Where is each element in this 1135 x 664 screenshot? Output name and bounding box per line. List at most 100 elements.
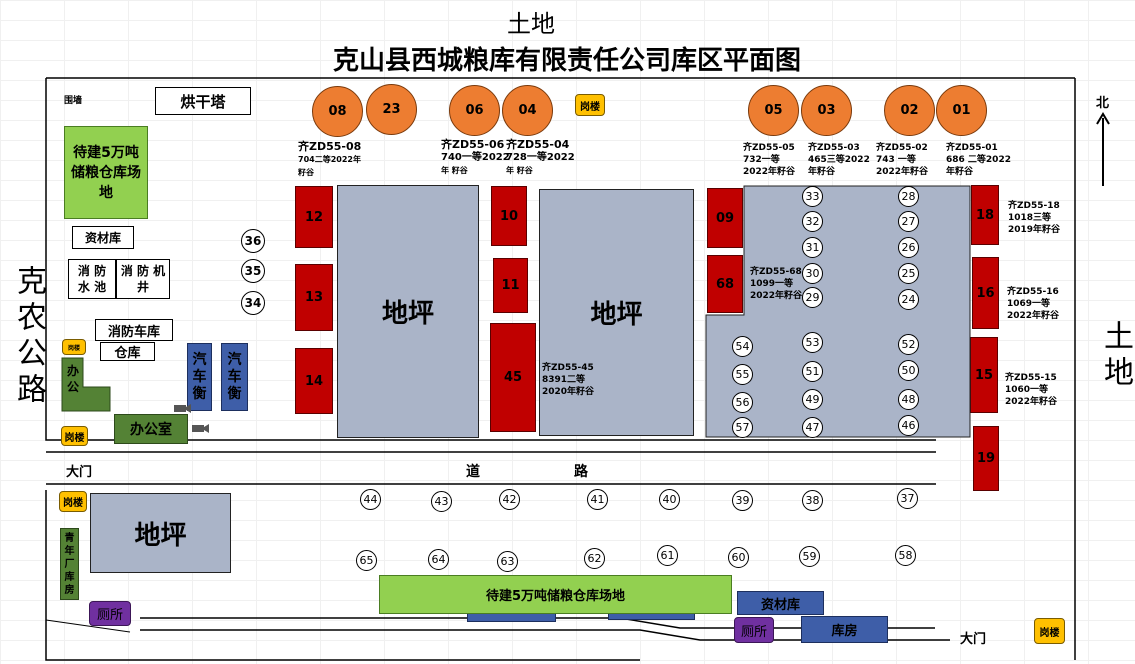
stack-40: 40 xyxy=(659,489,680,510)
stack-35: 35 xyxy=(241,259,265,283)
bin-18: 18 xyxy=(971,185,999,245)
fire-garage: 消防车库 xyxy=(95,319,173,341)
stack-53: 53 xyxy=(802,332,823,353)
fire-well: 消 防 机 井 xyxy=(116,259,170,299)
stack-34: 34 xyxy=(241,291,265,315)
stack-60: 60 xyxy=(728,547,749,568)
camera-icon xyxy=(174,404,191,413)
silo-02: 02 xyxy=(884,85,935,136)
bin-11: 11 xyxy=(493,258,528,313)
stack-52: 52 xyxy=(898,334,919,355)
stack-58: 58 xyxy=(895,545,916,566)
floor-area-2: 地坪 xyxy=(539,189,694,436)
stack-49: 49 xyxy=(802,389,823,410)
planned-site-bottom: 待建5万吨储粮仓库场地 xyxy=(379,575,732,614)
bin-45: 45 xyxy=(490,323,536,432)
stack-59: 59 xyxy=(799,546,820,567)
stack-50: 50 xyxy=(898,360,919,381)
bin-12: 12 xyxy=(295,186,333,248)
stack-62: 62 xyxy=(584,548,605,569)
stack-47: 47 xyxy=(802,417,823,438)
stack-55: 55 xyxy=(732,364,753,385)
guard-tower-small: 岗楼 xyxy=(62,339,86,355)
stack-27: 27 xyxy=(898,211,919,232)
office-building: 办公室 xyxy=(114,414,188,444)
silo-06: 06 xyxy=(449,85,500,136)
stack-39: 39 xyxy=(732,490,753,511)
bin-19: 19 xyxy=(973,426,999,491)
fire-pool: 消 防 水 池 xyxy=(68,259,116,299)
silo-08: 08 xyxy=(312,86,363,137)
road-label-1: 道 xyxy=(466,464,480,480)
materials-store: 资材库 xyxy=(72,226,134,249)
guard-tower-west: 岗楼 xyxy=(61,426,88,446)
wall-label: 围墙 xyxy=(64,96,83,106)
planned-site-top: 待建5万吨储粮仓库场地 xyxy=(64,126,148,219)
bin-16: 16 xyxy=(972,257,999,329)
right-land-label: 土地 xyxy=(1098,320,1133,392)
silo-01: 01 xyxy=(936,85,987,136)
stack-31: 31 xyxy=(802,237,823,258)
bin-68: 68 xyxy=(707,255,743,313)
dryer-tower: 烘干塔 xyxy=(155,87,251,115)
bin-09: 09 xyxy=(707,188,743,248)
stack-25: 25 xyxy=(898,263,919,284)
stack-51: 51 xyxy=(802,361,823,382)
stack-61: 61 xyxy=(657,545,678,566)
stack-56: 56 xyxy=(732,392,753,413)
stack-43: 43 xyxy=(431,491,452,512)
office-small-label: 办公 xyxy=(67,364,80,394)
north-label: 北 xyxy=(1096,96,1110,111)
office-l-shape xyxy=(61,357,111,412)
truck-scale-1: 汽车衡 xyxy=(187,343,212,411)
stack-42: 42 xyxy=(499,489,520,510)
camera-icon xyxy=(192,424,209,433)
floor-area-1: 地坪 xyxy=(337,185,479,438)
stack-65: 65 xyxy=(356,550,377,571)
stack-48: 48 xyxy=(898,389,919,410)
silo-05: 05 xyxy=(748,85,799,136)
toilet-west: 厕所 xyxy=(89,601,131,626)
north-arrow-icon xyxy=(1096,112,1110,186)
bin-13: 13 xyxy=(295,264,333,331)
small-warehouse: 仓库 xyxy=(100,342,155,361)
youth-storehouse: 青年厂库房 xyxy=(60,528,79,600)
stack-46: 46 xyxy=(898,415,919,436)
stack-37: 37 xyxy=(897,488,918,509)
left-road-label: 克农公路 xyxy=(11,265,46,409)
stack-32: 32 xyxy=(802,211,823,232)
stack-28: 28 xyxy=(898,186,919,207)
page-title: 克山县西城粮库有限责任公司库区平面图 xyxy=(333,46,802,76)
storehouse: 库房 xyxy=(801,616,888,643)
stack-24: 24 xyxy=(898,289,919,310)
top-land-label: 土地 xyxy=(507,10,555,38)
floor-area-4: 地坪 xyxy=(90,493,231,573)
stack-57: 57 xyxy=(732,417,753,438)
stack-38: 38 xyxy=(802,490,823,511)
guard-tower-east: 岗楼 xyxy=(1034,618,1065,644)
bin-10: 10 xyxy=(491,186,527,246)
east-gate-label: 大门 xyxy=(960,632,987,647)
stack-33: 33 xyxy=(802,186,823,207)
stack-64: 64 xyxy=(428,549,449,570)
materials-store-south: 资材库 xyxy=(737,591,824,615)
bin-14: 14 xyxy=(295,348,333,414)
stack-54: 54 xyxy=(732,336,753,357)
stack-41: 41 xyxy=(587,489,608,510)
stack-30: 30 xyxy=(802,263,823,284)
stack-44: 44 xyxy=(360,489,381,510)
silo-23: 23 xyxy=(366,84,417,135)
stack-29: 29 xyxy=(802,287,823,308)
main-gate-label: 大门 xyxy=(66,465,93,480)
